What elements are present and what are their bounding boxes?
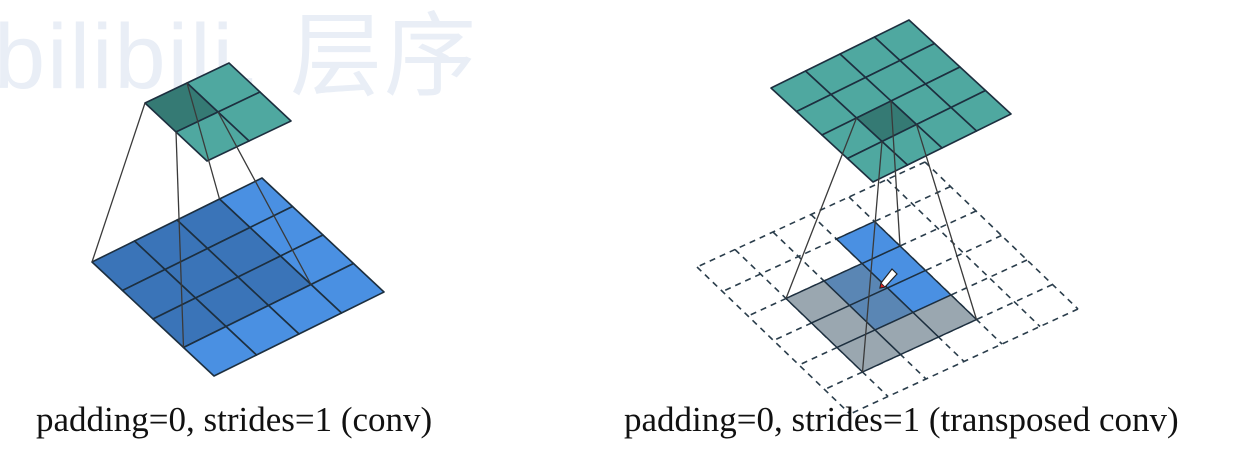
dashed-grid-line (849, 308, 1079, 415)
dashed-grid-line (696, 161, 926, 268)
dashed-grid-line (696, 266, 851, 415)
connector-line (175, 131, 185, 348)
output-grid-cell (175, 111, 250, 162)
connector-line (91, 102, 146, 263)
transposed-conv-caption: padding=0, strides=1 (transposed conv) (624, 400, 1179, 439)
connector-line (890, 100, 901, 247)
input-grid-cell (182, 325, 258, 377)
dashed-grid-line (886, 178, 1041, 328)
transposed-conv-diagram (696, 19, 1079, 415)
conv-diagram (91, 62, 385, 377)
connector-line (217, 111, 312, 285)
kernel-window (784, 220, 978, 373)
connector-line (785, 117, 858, 299)
connector-line (861, 141, 883, 373)
pen-cursor-icon (879, 268, 898, 289)
conv-caption: padding=0, strides=1 (conv) (36, 400, 433, 439)
input-cell (835, 220, 902, 265)
connector-line (186, 82, 221, 200)
connector-line (915, 124, 978, 320)
output-grid-cell (846, 140, 909, 183)
